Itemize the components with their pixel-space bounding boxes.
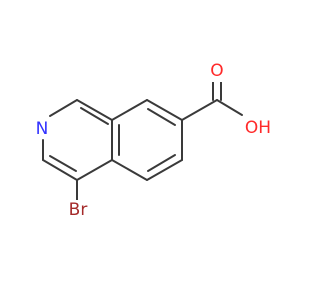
bond-c6-c5-inner: [147, 154, 176, 172]
hydroxyl-label-bg: [243, 118, 273, 138]
carbonyl-oxygen-label: O: [210, 61, 223, 81]
bond-carboxyl-oh: [216, 99, 243, 116]
bond-c8a-c8: [111, 99, 148, 121]
bond-c8-c7-inner: [147, 108, 176, 126]
nitrogen-label-bg: [33, 119, 51, 139]
nitrogen-label: N: [36, 119, 49, 139]
bond-c1-c8a: [76, 99, 113, 121]
isoquinoline-structure-diagram: N Br O OH: [33, 61, 273, 220]
bond-c6-c5: [146, 159, 183, 181]
bond-c1-c8a-inner: [80, 107, 109, 125]
bond-c7-carboxyl: [181, 99, 218, 121]
bond-n-c1: [49, 99, 78, 117]
bond-c4a-c4: [76, 159, 113, 181]
carbonyl-oxygen-label-bg: [208, 62, 226, 82]
bond-c4-c3-inner: [49, 155, 77, 172]
bond-c5-c4a: [111, 159, 148, 181]
bond-c4-c3: [42, 159, 78, 181]
bromine-label: Br: [69, 200, 88, 220]
bond-c8-c7: [146, 99, 183, 121]
bromine-label-bg: [64, 200, 92, 220]
hydroxyl-label: OH: [245, 118, 271, 138]
